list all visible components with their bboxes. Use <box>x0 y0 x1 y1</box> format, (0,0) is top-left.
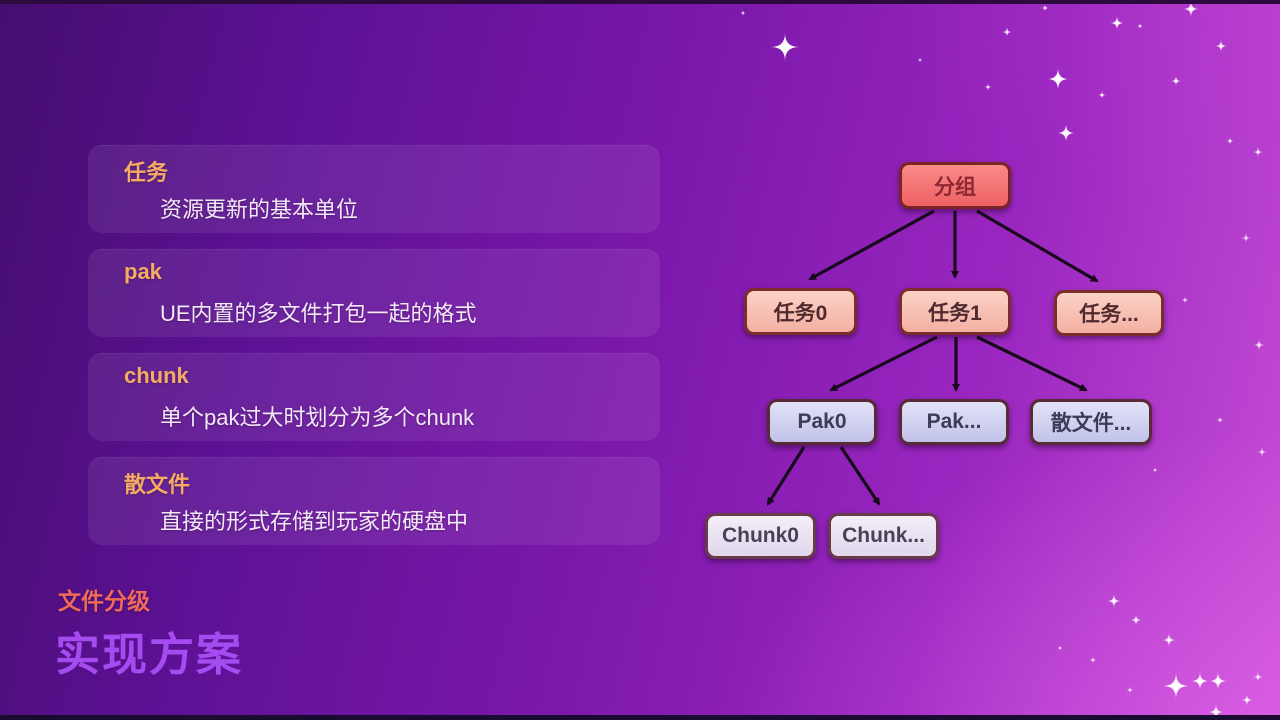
sparkle-star-icon <box>1241 233 1251 243</box>
sparkle-glow <box>1064 131 1068 135</box>
sparkle-glow <box>1091 658 1095 662</box>
card-task-title: 任务 <box>124 160 169 185</box>
sparkle-star-icon <box>1216 416 1224 424</box>
tree-node-task-more: 任务... <box>1054 290 1164 336</box>
sparkle-star-icon <box>1253 147 1263 157</box>
sparkle-glow <box>781 43 789 51</box>
sparkle-glow <box>1214 710 1218 714</box>
tree-node-chunk-more: Chunk... <box>828 513 939 559</box>
sparkle-star-icon <box>771 33 799 61</box>
sparkle-glow <box>1260 450 1264 454</box>
sparkle-glow <box>1219 44 1223 48</box>
sparkle-star-icon <box>1126 686 1134 694</box>
sparkle-star-icon <box>1110 16 1124 30</box>
sparkle-star-icon <box>1257 447 1267 457</box>
tree-node-pak0: Pak0 <box>767 399 877 445</box>
sparkle-star-icon <box>1057 645 1063 651</box>
sparkle-star-icon <box>740 10 746 16</box>
sparkle-glow <box>1257 343 1261 347</box>
card-pak: pak UE内置的多文件打包一起的格式 <box>88 249 660 337</box>
sparkle-star-icon <box>1215 40 1227 52</box>
sparkle-star-icon <box>1226 137 1234 145</box>
sparkle-star-icon <box>1181 296 1189 304</box>
sparkle-glow <box>1100 93 1104 97</box>
sparkle-glow <box>1153 468 1157 472</box>
tree-node-group: 分组 <box>899 162 1011 209</box>
sparkle-star-icon <box>1002 27 1012 37</box>
sparkle-star-icon <box>1162 633 1176 647</box>
sparkle-glow <box>1256 150 1260 154</box>
sparkle-glow <box>1115 21 1119 25</box>
page-title: 实现方案 <box>55 629 244 680</box>
section-kicker: 文件分级 <box>58 588 150 614</box>
tree-node-task1: 任务1 <box>899 288 1011 335</box>
sparkle-star-icon <box>1209 672 1227 690</box>
sparkle-glow <box>1173 683 1179 689</box>
sparkle-glow <box>1174 79 1178 83</box>
sparkle-glow <box>1112 599 1116 603</box>
sparkle-star-icon <box>1253 672 1263 682</box>
sparkle-glow <box>1244 236 1248 240</box>
sparkle-glow <box>1256 675 1260 679</box>
sparkle-star-icon <box>1057 124 1075 142</box>
sparkle-glow <box>1198 679 1202 683</box>
sparkle-glow <box>1128 688 1132 692</box>
sparkle-star-icon <box>1241 694 1253 706</box>
card-task-desc: 资源更新的基本单位 <box>160 197 359 222</box>
sparkle-glow <box>1167 638 1171 642</box>
sparkle-glow <box>1138 24 1142 28</box>
top-edge-strip <box>0 0 1280 4</box>
card-chunk-desc: 单个pak过大时划分为多个chunk <box>160 405 475 430</box>
tree-node-pak-more: Pak... <box>899 399 1009 445</box>
sparkle-star-icon <box>1130 614 1142 626</box>
sparkle-glow <box>1134 618 1138 622</box>
sparkle-star-icon <box>984 83 992 91</box>
sparkle-glow <box>741 11 745 15</box>
card-chunk: chunk 单个pak过大时划分为多个chunk <box>88 353 660 441</box>
card-loose-files: 散文件 直接的形式存储到玩家的硬盘中 <box>88 457 660 545</box>
card-loose-files-desc: 直接的形式存储到玩家的硬盘中 <box>160 509 469 534</box>
tree-node-chunk0: Chunk0 <box>705 513 816 559</box>
card-task: 任务 资源更新的基本单位 <box>88 145 660 233</box>
sparkle-star-icon <box>1137 23 1143 29</box>
sparkle-star-icon <box>1163 673 1189 699</box>
sparkle-glow <box>1055 76 1061 82</box>
sparkle-star-icon <box>917 57 923 63</box>
sparkle-star-icon <box>1089 656 1097 664</box>
sparkle-glow <box>1189 7 1193 11</box>
sparkle-glow <box>1216 679 1220 683</box>
sparkle-star-icon <box>1047 68 1069 90</box>
sparkle-star-icon <box>1041 4 1049 12</box>
sparkle-star-icon <box>1152 467 1158 473</box>
sparkle-glow <box>1043 6 1047 10</box>
sparkle-star-icon <box>1253 339 1265 351</box>
card-pak-title: pak <box>124 259 162 284</box>
sparkle-star-icon <box>1098 91 1106 99</box>
tree-node-task0: 任务0 <box>744 288 857 335</box>
card-chunk-title: chunk <box>124 363 189 388</box>
sparkle-glow <box>1183 298 1187 302</box>
sparkle-glow <box>1218 418 1222 422</box>
sparkle-glow <box>918 58 922 62</box>
sparkle-star-icon <box>1171 76 1181 86</box>
sparkle-star-icon <box>1107 594 1121 608</box>
sparkle-glow <box>1058 646 1062 650</box>
card-loose-files-title: 散文件 <box>124 472 191 497</box>
sparkle-glow <box>1245 698 1249 702</box>
card-pak-desc: UE内置的多文件打包一起的格式 <box>160 301 477 326</box>
sparkle-glow <box>1228 139 1232 143</box>
sparkle-glow <box>986 85 990 89</box>
sparkle-glow <box>1005 30 1009 34</box>
sparkle-star-icon <box>1191 672 1209 690</box>
tree-node-loose-files: 散文件... <box>1030 399 1152 445</box>
bottom-edge-strip <box>0 715 1280 720</box>
